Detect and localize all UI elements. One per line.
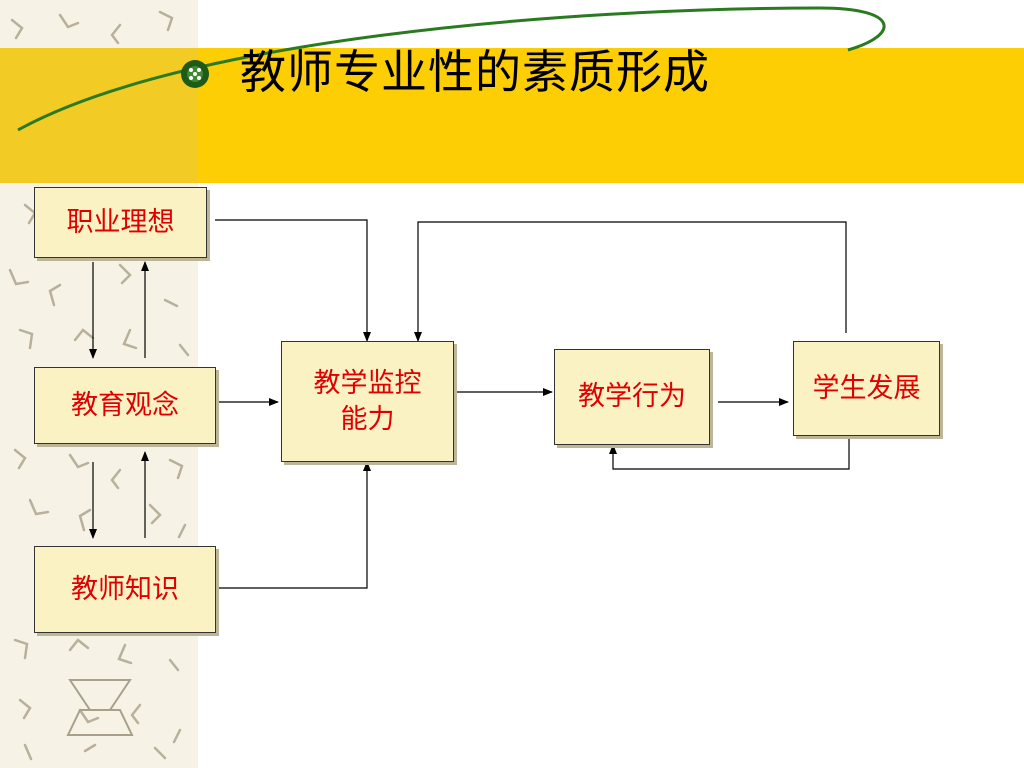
- box-teaching-monitor-line1: 教学监控: [313, 368, 422, 400]
- arrow-knowledge-to-monitor: [215, 461, 371, 589]
- page-title: 教师专业性的素质形成: [240, 45, 710, 99]
- box-teacher-knowledge-label: 教师知识: [71, 573, 179, 605]
- box-student-development-label: 学生发展: [812, 372, 921, 404]
- title-swoosh: [17, 6, 886, 132]
- box-teaching-behavior-label: 教学行为: [578, 381, 686, 413]
- swoosh-curve: [17, 6, 886, 132]
- box-teacher-knowledge: 教师知识: [34, 546, 216, 633]
- box-education-concept: 教育观念: [34, 367, 216, 444]
- arrow-ideal-to-monitor: [215, 219, 371, 342]
- arrow-development-to-monitor: [414, 221, 847, 342]
- box-education-concept-label: 教育观念: [71, 389, 179, 421]
- box-student-development: 学生发展: [793, 341, 940, 436]
- arrow-development-to-behavior: [609, 436, 850, 470]
- box-teaching-monitor: 教学监控 能力: [281, 341, 454, 462]
- box-career-ideal: 职业理想: [34, 187, 207, 258]
- box-teaching-behavior: 教学行为: [554, 349, 710, 445]
- box-career-ideal-label: 职业理想: [66, 206, 175, 238]
- title-band-left-overlay: [0, 48, 198, 183]
- box-teaching-monitor-line2: 能力: [340, 403, 395, 435]
